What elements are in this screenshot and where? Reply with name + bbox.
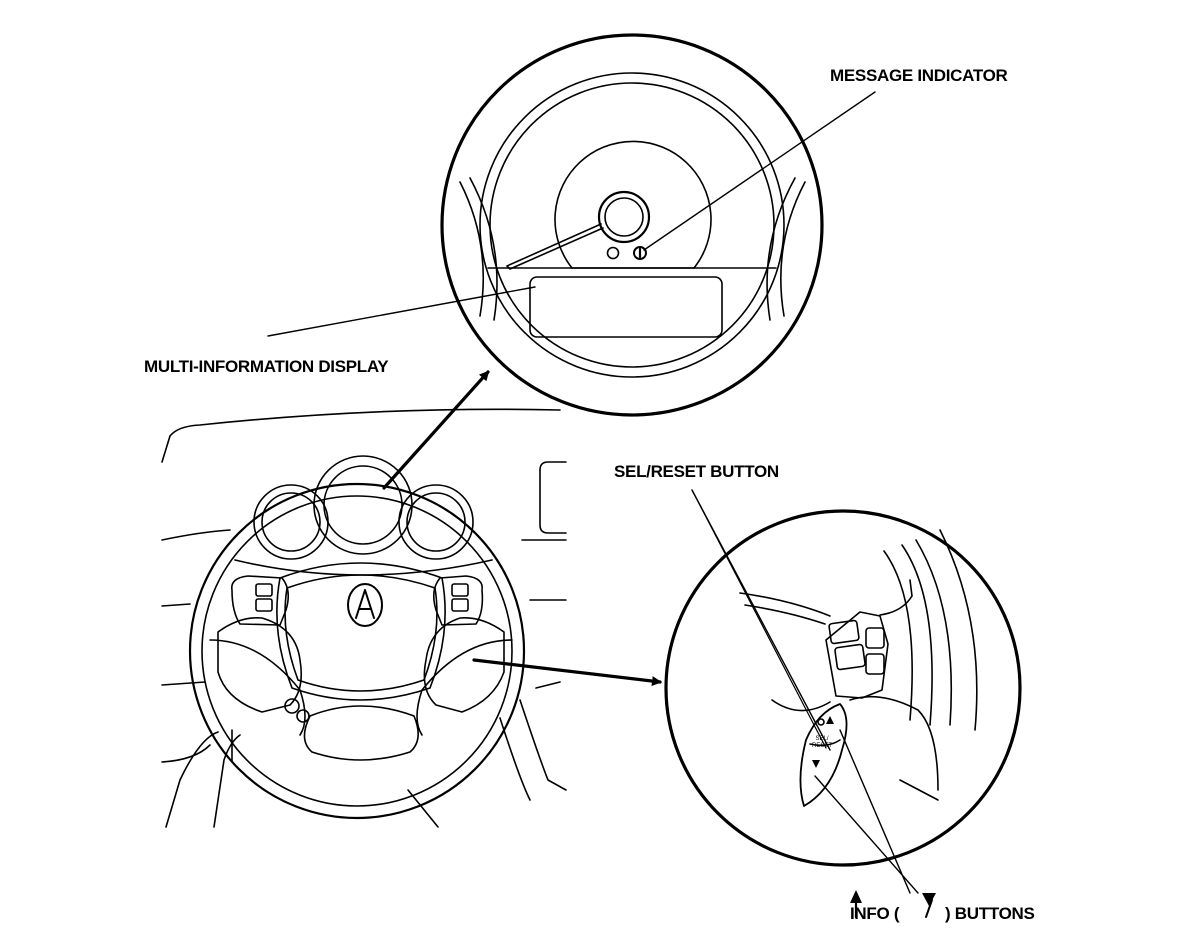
indicator-light <box>606 246 620 260</box>
sel-reset-button-label: SEL/RESET BUTTON <box>614 462 779 481</box>
message-indicator-leader <box>643 91 876 251</box>
switch-sel-line1: SEL/ <box>815 736 829 742</box>
info-buttons-label-suffix: ) BUTTONS <box>945 904 1035 923</box>
slash-divider <box>925 899 933 918</box>
message-indicator-icon <box>633 246 647 260</box>
switch-sel-text: SEL/ RESET <box>810 736 834 750</box>
message-indicator-label: MESSAGE INDICATOR <box>830 66 1008 85</box>
info-buttons-label-prefix: INFO ( <box>850 904 900 923</box>
leader-lines <box>267 91 919 894</box>
gauge-needle <box>506 223 604 270</box>
sel-reset-thick-leader <box>691 489 827 749</box>
dashboard <box>161 408 567 828</box>
info-down-leader <box>814 775 919 894</box>
steering-wheel <box>188 455 526 820</box>
center-gauge <box>313 455 413 555</box>
switch-sel-line2: RESET <box>811 743 832 749</box>
down-arrow-icon <box>922 893 936 906</box>
zoom-arrow-to-switch <box>472 658 662 687</box>
multi-information-display-window <box>529 276 723 338</box>
switch-magnified-view <box>664 509 1022 867</box>
up-arrow-icon <box>826 716 834 724</box>
zoom-arrow-to-gauge <box>382 370 490 490</box>
multi-information-display-label: MULTI-INFORMATION DISPLAY <box>144 357 389 376</box>
down-arrow-icon <box>812 760 820 768</box>
info-switch-body <box>799 703 848 807</box>
multi-info-display-leader <box>267 286 536 337</box>
right-gauge <box>398 484 474 560</box>
info-up-leader <box>839 729 911 894</box>
acura-logo-icon <box>347 583 383 627</box>
gauge-magnified-view <box>440 33 824 417</box>
